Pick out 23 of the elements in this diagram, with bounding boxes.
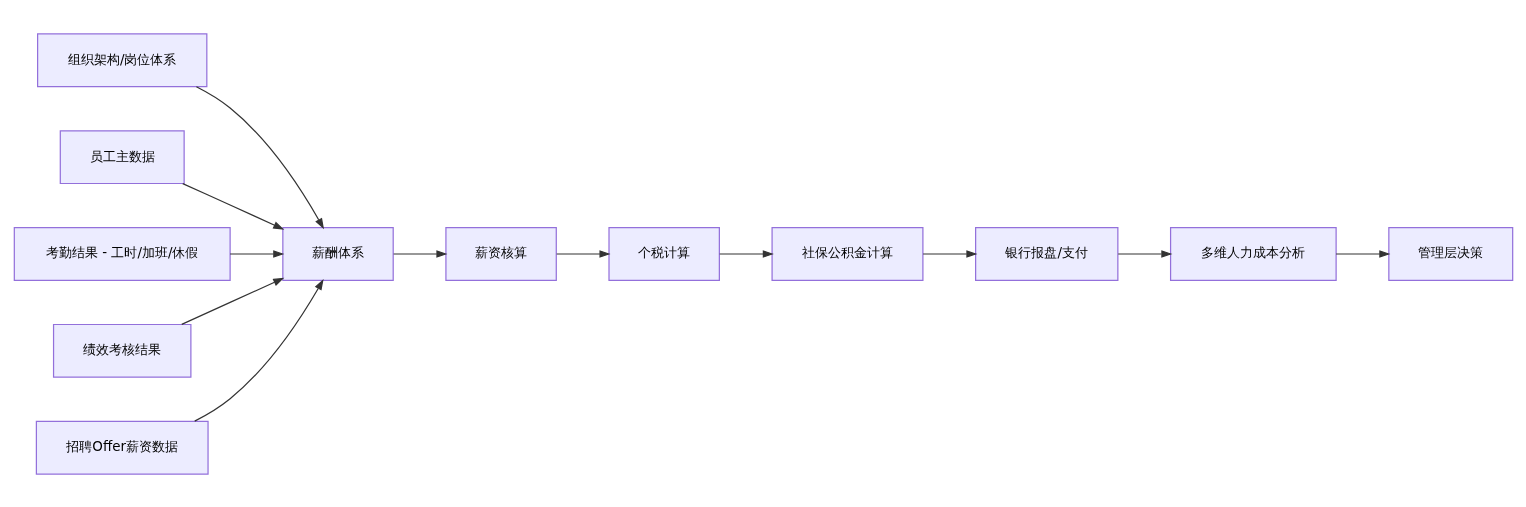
arrow — [718, 249, 774, 258]
arrow — [180, 277, 284, 325]
node-box: 组织架构/岗位体系 — [36, 32, 207, 87]
arrow — [1335, 249, 1390, 258]
arrow — [195, 85, 324, 229]
node-box: 银行报盘/支付 — [974, 226, 1118, 281]
arrow — [229, 249, 284, 258]
arrow — [181, 182, 284, 230]
node-box: 社保公积金计算 — [770, 226, 923, 281]
arrow — [392, 249, 447, 258]
node-box: 考勤结果 - 工时/加班/休假 — [13, 226, 231, 281]
node-box: 薪酬体系 — [281, 226, 394, 281]
node-box: 绩效考核结果 — [52, 323, 191, 378]
node-box: 招聘Offer薪资数据 — [35, 420, 209, 475]
node-box: 员工主数据 — [59, 129, 185, 184]
arrow — [1117, 249, 1172, 258]
node-box: 薪资核算 — [444, 226, 557, 281]
arrow — [922, 249, 977, 258]
arrow — [555, 249, 610, 258]
node-box: 多维人力成本分析 — [1169, 226, 1337, 281]
node-box: 管理层决策 — [1387, 226, 1513, 281]
node-box: 个税计算 — [607, 226, 720, 281]
arrow — [193, 278, 324, 422]
